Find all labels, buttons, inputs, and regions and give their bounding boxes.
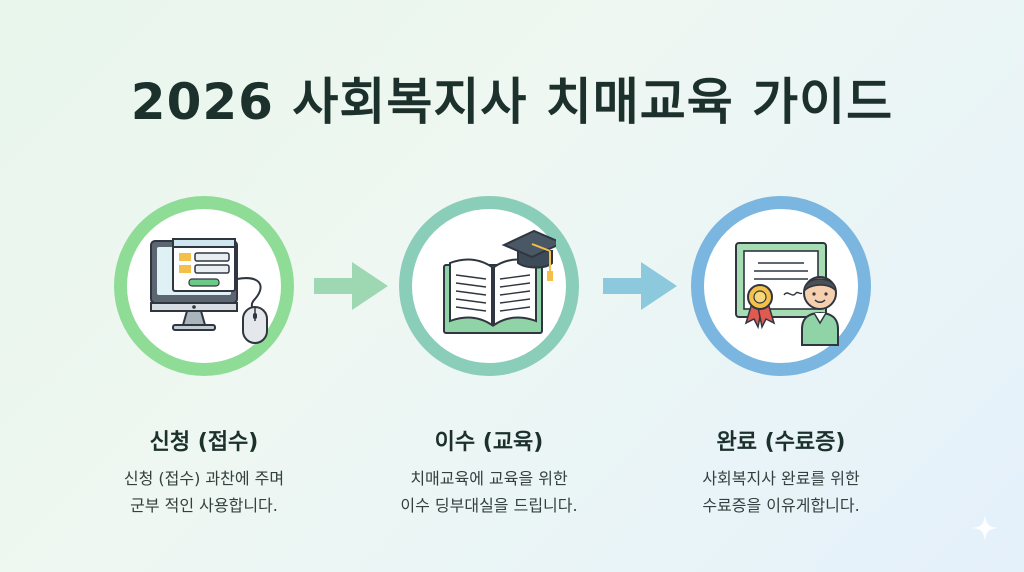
- step-desc-complete: 사회복지사 완료를 위한 수료증을 이유게합니다.: [651, 465, 911, 519]
- step-desc-line: 이수 딩부대실을 드립니다.: [400, 496, 578, 515]
- step-circle-education: [399, 196, 579, 376]
- certificate-person-icon: [735, 242, 839, 346]
- step-desc-education: 치매교육에 교육을 위한 이수 딩부대실을 드립니다.: [359, 465, 619, 519]
- step-title-apply: 신청 (접수): [149, 430, 259, 455]
- step-desc-line: 신청 (접수) 과찬에 주며: [123, 469, 285, 488]
- step-title-education: 이수 (교육): [434, 430, 544, 455]
- page-title: 2026 사회복지사 치매교육 가이드: [130, 73, 894, 131]
- step-title-complete: 완료 (수료증): [716, 430, 846, 455]
- step-desc-line: 치매교육에 교육을 위한: [410, 469, 568, 488]
- arrow-right-icon: [314, 262, 388, 310]
- step-circle-complete: [691, 196, 871, 376]
- step-desc-line: 사회복지사 완료를 위한: [702, 469, 860, 488]
- step-circle-apply: [114, 196, 294, 376]
- step-desc-line: 군부 적인 사용합니다.: [130, 496, 278, 515]
- arrow-right-icon: [603, 262, 677, 310]
- step-desc-line: 수료증을 이유게합니다.: [702, 496, 860, 515]
- sparkle-icon: [972, 515, 998, 541]
- book-graduation-cap-icon: [443, 229, 556, 334]
- step-desc-apply: 신청 (접수) 과찬에 주며 군부 적인 사용합니다.: [74, 465, 334, 519]
- computer-mouse-icon: [150, 238, 268, 344]
